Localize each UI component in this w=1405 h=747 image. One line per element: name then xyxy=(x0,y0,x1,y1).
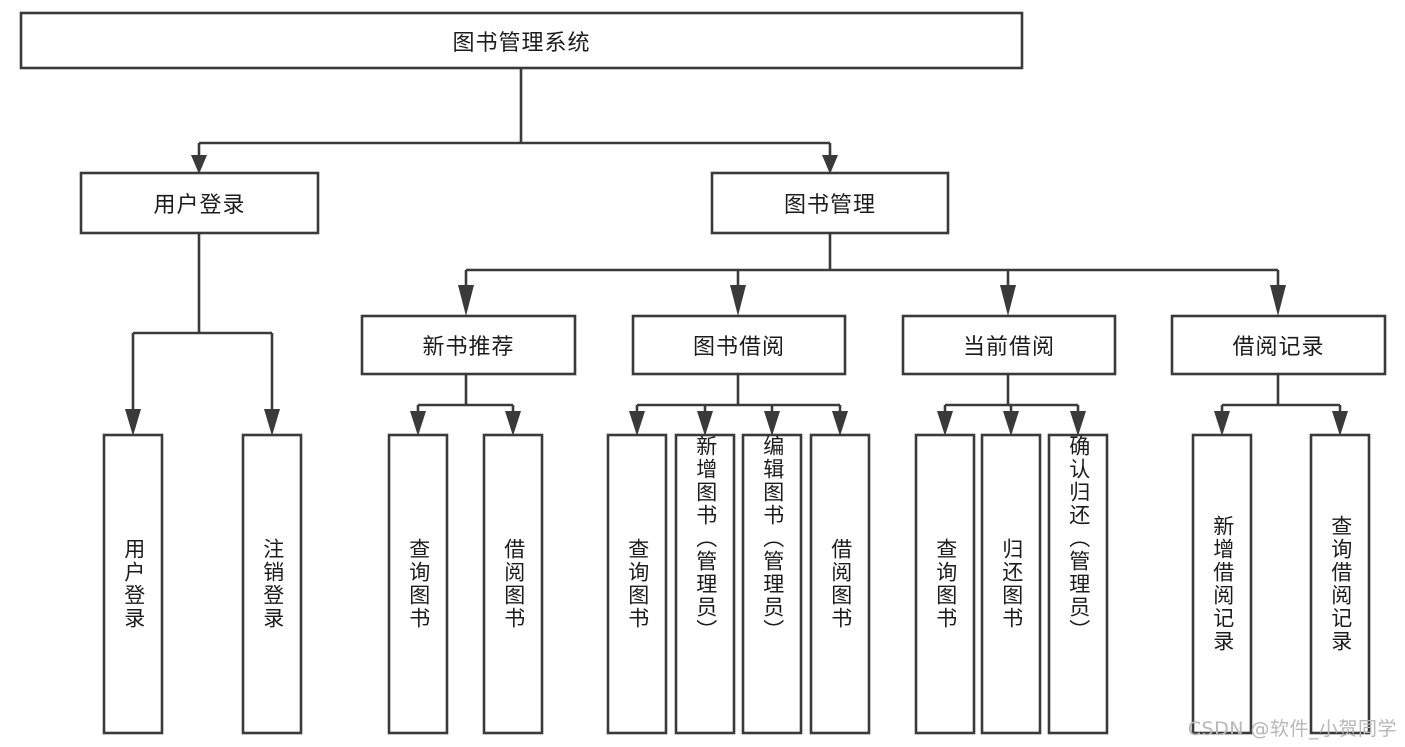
arrowhead-to-new-book xyxy=(458,285,474,316)
arrowhead-current-leaf-2 xyxy=(1003,411,1019,436)
arrowhead-current-leaf-3 xyxy=(1070,411,1086,436)
arrowhead-to-leaf-logout xyxy=(264,409,280,436)
arrowhead-borrow-leaf-1 xyxy=(629,411,645,436)
node-box-layer xyxy=(19,11,1387,735)
node-leaf-borrow-book-a[interactable] xyxy=(482,433,544,735)
node-book-management[interactable] xyxy=(710,171,950,235)
node-leaf-add-book-admin[interactable] xyxy=(674,433,736,735)
node-leaf-query-book-b[interactable] xyxy=(606,433,668,735)
arrowhead-to-book-manage xyxy=(822,155,838,174)
node-new-book-recommend[interactable] xyxy=(360,314,577,376)
node-leaf-confirm-return-admin[interactable] xyxy=(1047,433,1109,735)
node-leaf-logout-login[interactable] xyxy=(241,433,303,735)
arrowhead-borrow-leaf-4 xyxy=(832,411,848,436)
arrowhead-to-book-borrow xyxy=(730,285,746,316)
node-leaf-query-borrow-record[interactable] xyxy=(1309,433,1371,735)
node-book-borrow[interactable] xyxy=(631,314,847,376)
arrowhead-record-leaf-2 xyxy=(1332,411,1348,436)
arrowhead-layer xyxy=(125,155,1348,436)
node-leaf-return-book[interactable] xyxy=(980,433,1042,735)
arrowhead-to-leaf-user-login xyxy=(125,409,141,436)
arrowhead-to-borrow-record xyxy=(1270,285,1286,316)
node-leaf-query-book-a[interactable] xyxy=(387,433,449,735)
arrowhead-to-current-borrow xyxy=(1000,285,1016,316)
arrowhead-to-user-login xyxy=(191,155,207,174)
arrowhead-record-leaf-1 xyxy=(1214,411,1230,436)
node-leaf-query-book-c[interactable] xyxy=(914,433,976,735)
arrowhead-newbook-leaf-2 xyxy=(505,411,521,436)
node-leaf-user-login[interactable] xyxy=(102,433,164,735)
arrowhead-current-leaf-1 xyxy=(937,411,953,436)
node-leaf-edit-book-admin[interactable] xyxy=(741,433,803,735)
node-leaf-add-borrow-record[interactable] xyxy=(1191,433,1253,735)
node-current-borrow[interactable] xyxy=(901,314,1117,376)
node-leaf-borrow-book-b[interactable] xyxy=(809,433,871,735)
node-root-book-management-system[interactable] xyxy=(19,11,1024,70)
arrowhead-borrow-leaf-2 xyxy=(697,411,713,436)
arrowhead-borrow-leaf-3 xyxy=(764,411,780,436)
node-borrow-record[interactable] xyxy=(1170,314,1387,376)
arrowhead-newbook-leaf-1 xyxy=(410,411,426,436)
node-user-login[interactable] xyxy=(79,171,320,235)
